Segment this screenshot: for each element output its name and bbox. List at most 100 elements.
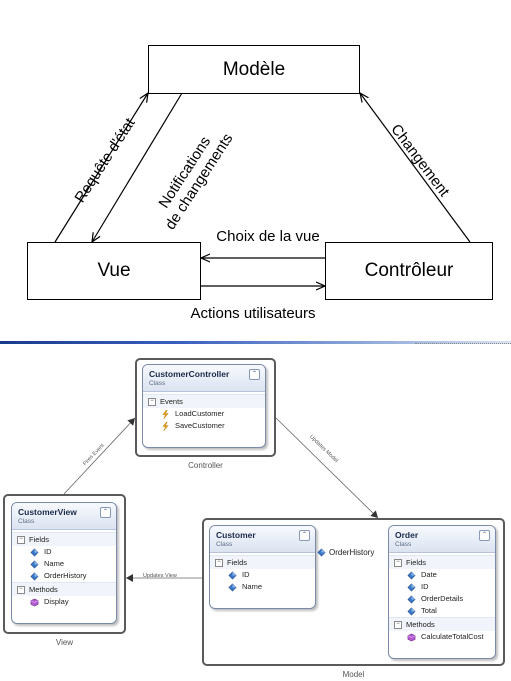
model-label: Modèle: [222, 58, 286, 80]
field-item[interactable]: ID: [12, 546, 116, 558]
class-kind: Class: [149, 380, 166, 387]
field-icon: [407, 571, 416, 579]
field-icon: [407, 583, 416, 591]
field-icon: [407, 595, 416, 603]
event-name: SaveCustomer: [175, 421, 225, 430]
collapse-toggle-icon[interactable]: ⌃: [479, 530, 490, 541]
model-box: Modèle: [148, 45, 360, 94]
section-title: Fields: [406, 558, 427, 567]
controller-box: Contrôleur: [325, 242, 493, 300]
arrow-change-notifications: [92, 92, 183, 242]
lightning-event-icon: [162, 409, 169, 419]
separator-dots: [415, 343, 511, 345]
customer-view-class[interactable]: CustomerView Class ⌃ − Fields ID Name Or…: [11, 502, 117, 624]
field-name: ID: [242, 570, 250, 579]
collapse-toggle-icon[interactable]: ⌃: [299, 530, 310, 541]
field-name: Total: [421, 606, 437, 615]
field-icon: [30, 548, 39, 556]
field-name: ID: [421, 582, 429, 591]
class-kind: Class: [216, 541, 233, 548]
user-actions-label: Actions utilisateurs: [190, 305, 316, 322]
field-icon: [228, 583, 237, 591]
event-item[interactable]: LoadCustomer: [143, 408, 265, 420]
field-item[interactable]: Total: [389, 605, 495, 617]
collapse-minus-icon[interactable]: −: [215, 558, 223, 567]
field-icon: [407, 607, 416, 615]
customer-controller-class[interactable]: CustomerController Class ⌃ − Events Load…: [142, 364, 266, 448]
property-icon: [317, 548, 326, 557]
collapse-minus-icon[interactable]: −: [17, 535, 25, 544]
class-name: Order: [395, 530, 419, 540]
field-name: OrderHistory: [44, 571, 87, 580]
collapse-toggle-icon[interactable]: ⌃: [249, 369, 260, 380]
field-name: Name: [242, 582, 263, 591]
collapse-minus-icon[interactable]: −: [17, 585, 25, 594]
class-name: Customer: [216, 530, 256, 540]
section-title: Methods: [406, 620, 435, 629]
collapse-minus-icon[interactable]: −: [148, 397, 156, 406]
field-icon: [30, 560, 39, 568]
field-name: Name: [44, 559, 65, 568]
field-name: OrderDetails: [421, 594, 464, 603]
class-kind: Class: [18, 518, 35, 525]
field-icon: [228, 571, 237, 579]
updates-view-label: Updates View: [143, 573, 177, 579]
section-methods[interactable]: − Methods: [389, 617, 495, 631]
order-class[interactable]: Order Class ⌃ − Fields Date ID OrderDeta…: [388, 525, 496, 659]
collapse-toggle-icon[interactable]: ⌃: [100, 507, 111, 518]
method-icon: [30, 598, 39, 606]
field-item[interactable]: OrderDetails: [389, 593, 495, 605]
model-panel-caption: Model: [342, 670, 365, 679]
field-icon: [30, 572, 39, 580]
method-item[interactable]: Display: [12, 596, 116, 608]
field-name: ID: [44, 547, 52, 556]
controller-panel-caption: Controller: [188, 461, 223, 470]
event-name: LoadCustomer: [175, 409, 225, 418]
section-events[interactable]: − Events: [143, 394, 265, 408]
field-item[interactable]: Name: [210, 581, 315, 593]
section-title: Fields: [29, 535, 50, 544]
class-name: CustomerController: [149, 369, 230, 379]
separator-line: [0, 341, 511, 344]
updates-model-connector: [275, 417, 379, 519]
collapse-minus-icon[interactable]: −: [394, 620, 402, 629]
event-item[interactable]: SaveCustomer: [143, 420, 265, 432]
customer-controller-header: CustomerController Class ⌃: [143, 365, 265, 392]
field-item[interactable]: Name: [12, 558, 116, 570]
arrow-state-request: [54, 93, 148, 243]
arrow-change: [360, 93, 471, 243]
customer-view-header: CustomerView Class ⌃: [12, 503, 116, 530]
section-fields[interactable]: − Fields: [389, 555, 495, 569]
fires-event-connector: [63, 417, 136, 495]
class-name: CustomerView: [18, 507, 77, 517]
view-box: Vue: [27, 242, 201, 300]
controller-label: Contrôleur: [364, 260, 454, 281]
mvc-arrows: [54, 0, 471, 340]
order-history-association-label: OrderHistory: [317, 548, 374, 557]
field-name: Date: [421, 570, 437, 579]
method-name: Display: [44, 597, 69, 606]
field-item[interactable]: ID: [210, 569, 315, 581]
field-item[interactable]: OrderHistory: [12, 570, 116, 582]
section-title: Fields: [227, 558, 248, 567]
section-methods[interactable]: − Methods: [12, 582, 116, 596]
customer-class[interactable]: Customer Class ⌃ − Fields ID Name: [209, 525, 316, 609]
class-kind: Class: [395, 541, 412, 548]
section-title: Methods: [29, 585, 58, 594]
method-name: CalculateTotalCost: [421, 632, 484, 641]
view-label: Vue: [97, 260, 131, 281]
section-fields[interactable]: − Fields: [12, 532, 116, 546]
lightning-event-icon: [162, 421, 169, 431]
section-title: Events: [160, 397, 183, 406]
association-name: OrderHistory: [329, 548, 375, 557]
customer-header: Customer Class ⌃: [210, 526, 315, 553]
field-item[interactable]: Date: [389, 569, 495, 581]
view-choice-label: Choix de la vue: [216, 228, 320, 245]
method-icon: [407, 633, 416, 641]
order-header: Order Class ⌃: [389, 526, 495, 553]
field-item[interactable]: ID: [389, 581, 495, 593]
section-fields[interactable]: − Fields: [210, 555, 315, 569]
view-panel-caption: View: [55, 638, 74, 647]
collapse-minus-icon[interactable]: −: [394, 558, 402, 567]
method-item[interactable]: CalculateTotalCost: [389, 631, 495, 643]
